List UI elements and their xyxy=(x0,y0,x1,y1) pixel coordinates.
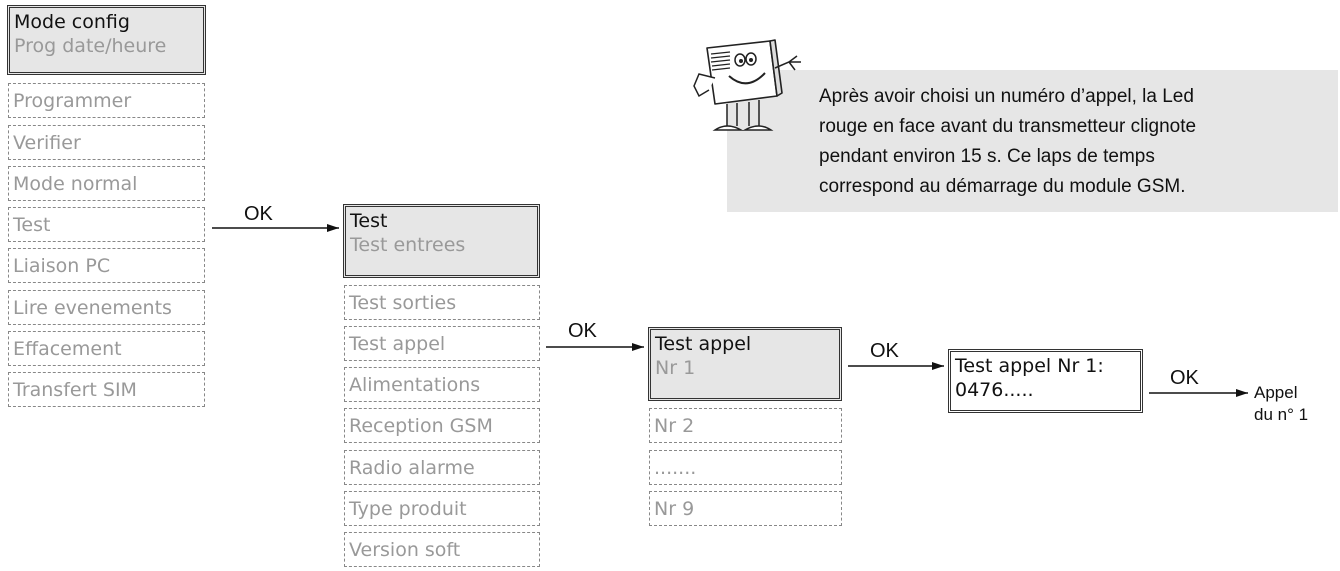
menu-appel-item: Nr 2 xyxy=(649,408,842,443)
ok-label: OK xyxy=(1170,367,1199,389)
mascot-transmitter-icon xyxy=(693,39,801,131)
menu-test-item: Alimentations xyxy=(344,367,540,402)
menu-test-item: Type produit xyxy=(344,491,540,526)
note-line: correspond au démarrage du module GSM. xyxy=(819,176,1186,197)
menu-main-item: Transfert SIM xyxy=(8,372,205,407)
menu-main-line1: Mode config xyxy=(14,11,130,33)
result-line1: Appel xyxy=(1254,383,1298,402)
ok-label: OK xyxy=(244,203,273,225)
result-line2: du n° 1 xyxy=(1254,405,1309,424)
menu-main-item: Programmer xyxy=(8,83,205,118)
menu-main-display: Mode config Prog date/heure xyxy=(7,5,206,75)
menu-test-item: Test appel xyxy=(344,326,540,361)
ok-label: OK xyxy=(568,320,597,342)
result-text: Appel du n° 1 xyxy=(1254,382,1308,426)
menu-test-item: Radio alarme xyxy=(344,450,540,485)
menu-test-item: Version soft xyxy=(344,532,540,567)
menu-test-item: Reception GSM xyxy=(344,408,540,443)
menu-main-item: Verifier xyxy=(8,125,205,160)
info-note: Après avoir choisi un numéro d’appel, la… xyxy=(727,70,1338,212)
call-display-line1: Test appel Nr 1: xyxy=(955,355,1104,377)
menu-main-item: Lire evenements xyxy=(8,290,205,325)
menu-test-item: Test sorties xyxy=(344,285,540,320)
menu-main-item: Liaison PC xyxy=(8,248,205,283)
menu-appel-line2: Nr 1 xyxy=(655,357,696,379)
menu-appel-item: Nr 9 xyxy=(649,491,842,526)
note-line: rouge en face avant du transmetteur clig… xyxy=(819,116,1197,137)
menu-test-display: Test Test entrees xyxy=(343,204,540,278)
note-line: Après avoir choisi un numéro d’appel, la… xyxy=(819,86,1194,107)
menu-main-line2: Prog date/heure xyxy=(14,35,167,57)
call-display-line2: 0476..... xyxy=(955,379,1034,401)
call-display: Test appel Nr 1: 0476..... xyxy=(948,349,1143,413)
menu-main-item: Test xyxy=(8,207,205,242)
menu-appel-display: Test appel Nr 1 xyxy=(648,327,842,401)
menu-appel-line1: Test appel xyxy=(655,333,752,355)
note-line: pendant environ 15 s. Ce laps de temps xyxy=(819,146,1155,167)
menu-main-item: Effacement xyxy=(8,331,205,366)
menu-test-line1: Test xyxy=(350,210,388,232)
menu-main-item: Mode normal xyxy=(8,166,205,201)
menu-appel-item: ....... xyxy=(649,450,842,485)
menu-test-line2: Test entrees xyxy=(350,234,466,256)
ok-label: OK xyxy=(870,340,899,362)
